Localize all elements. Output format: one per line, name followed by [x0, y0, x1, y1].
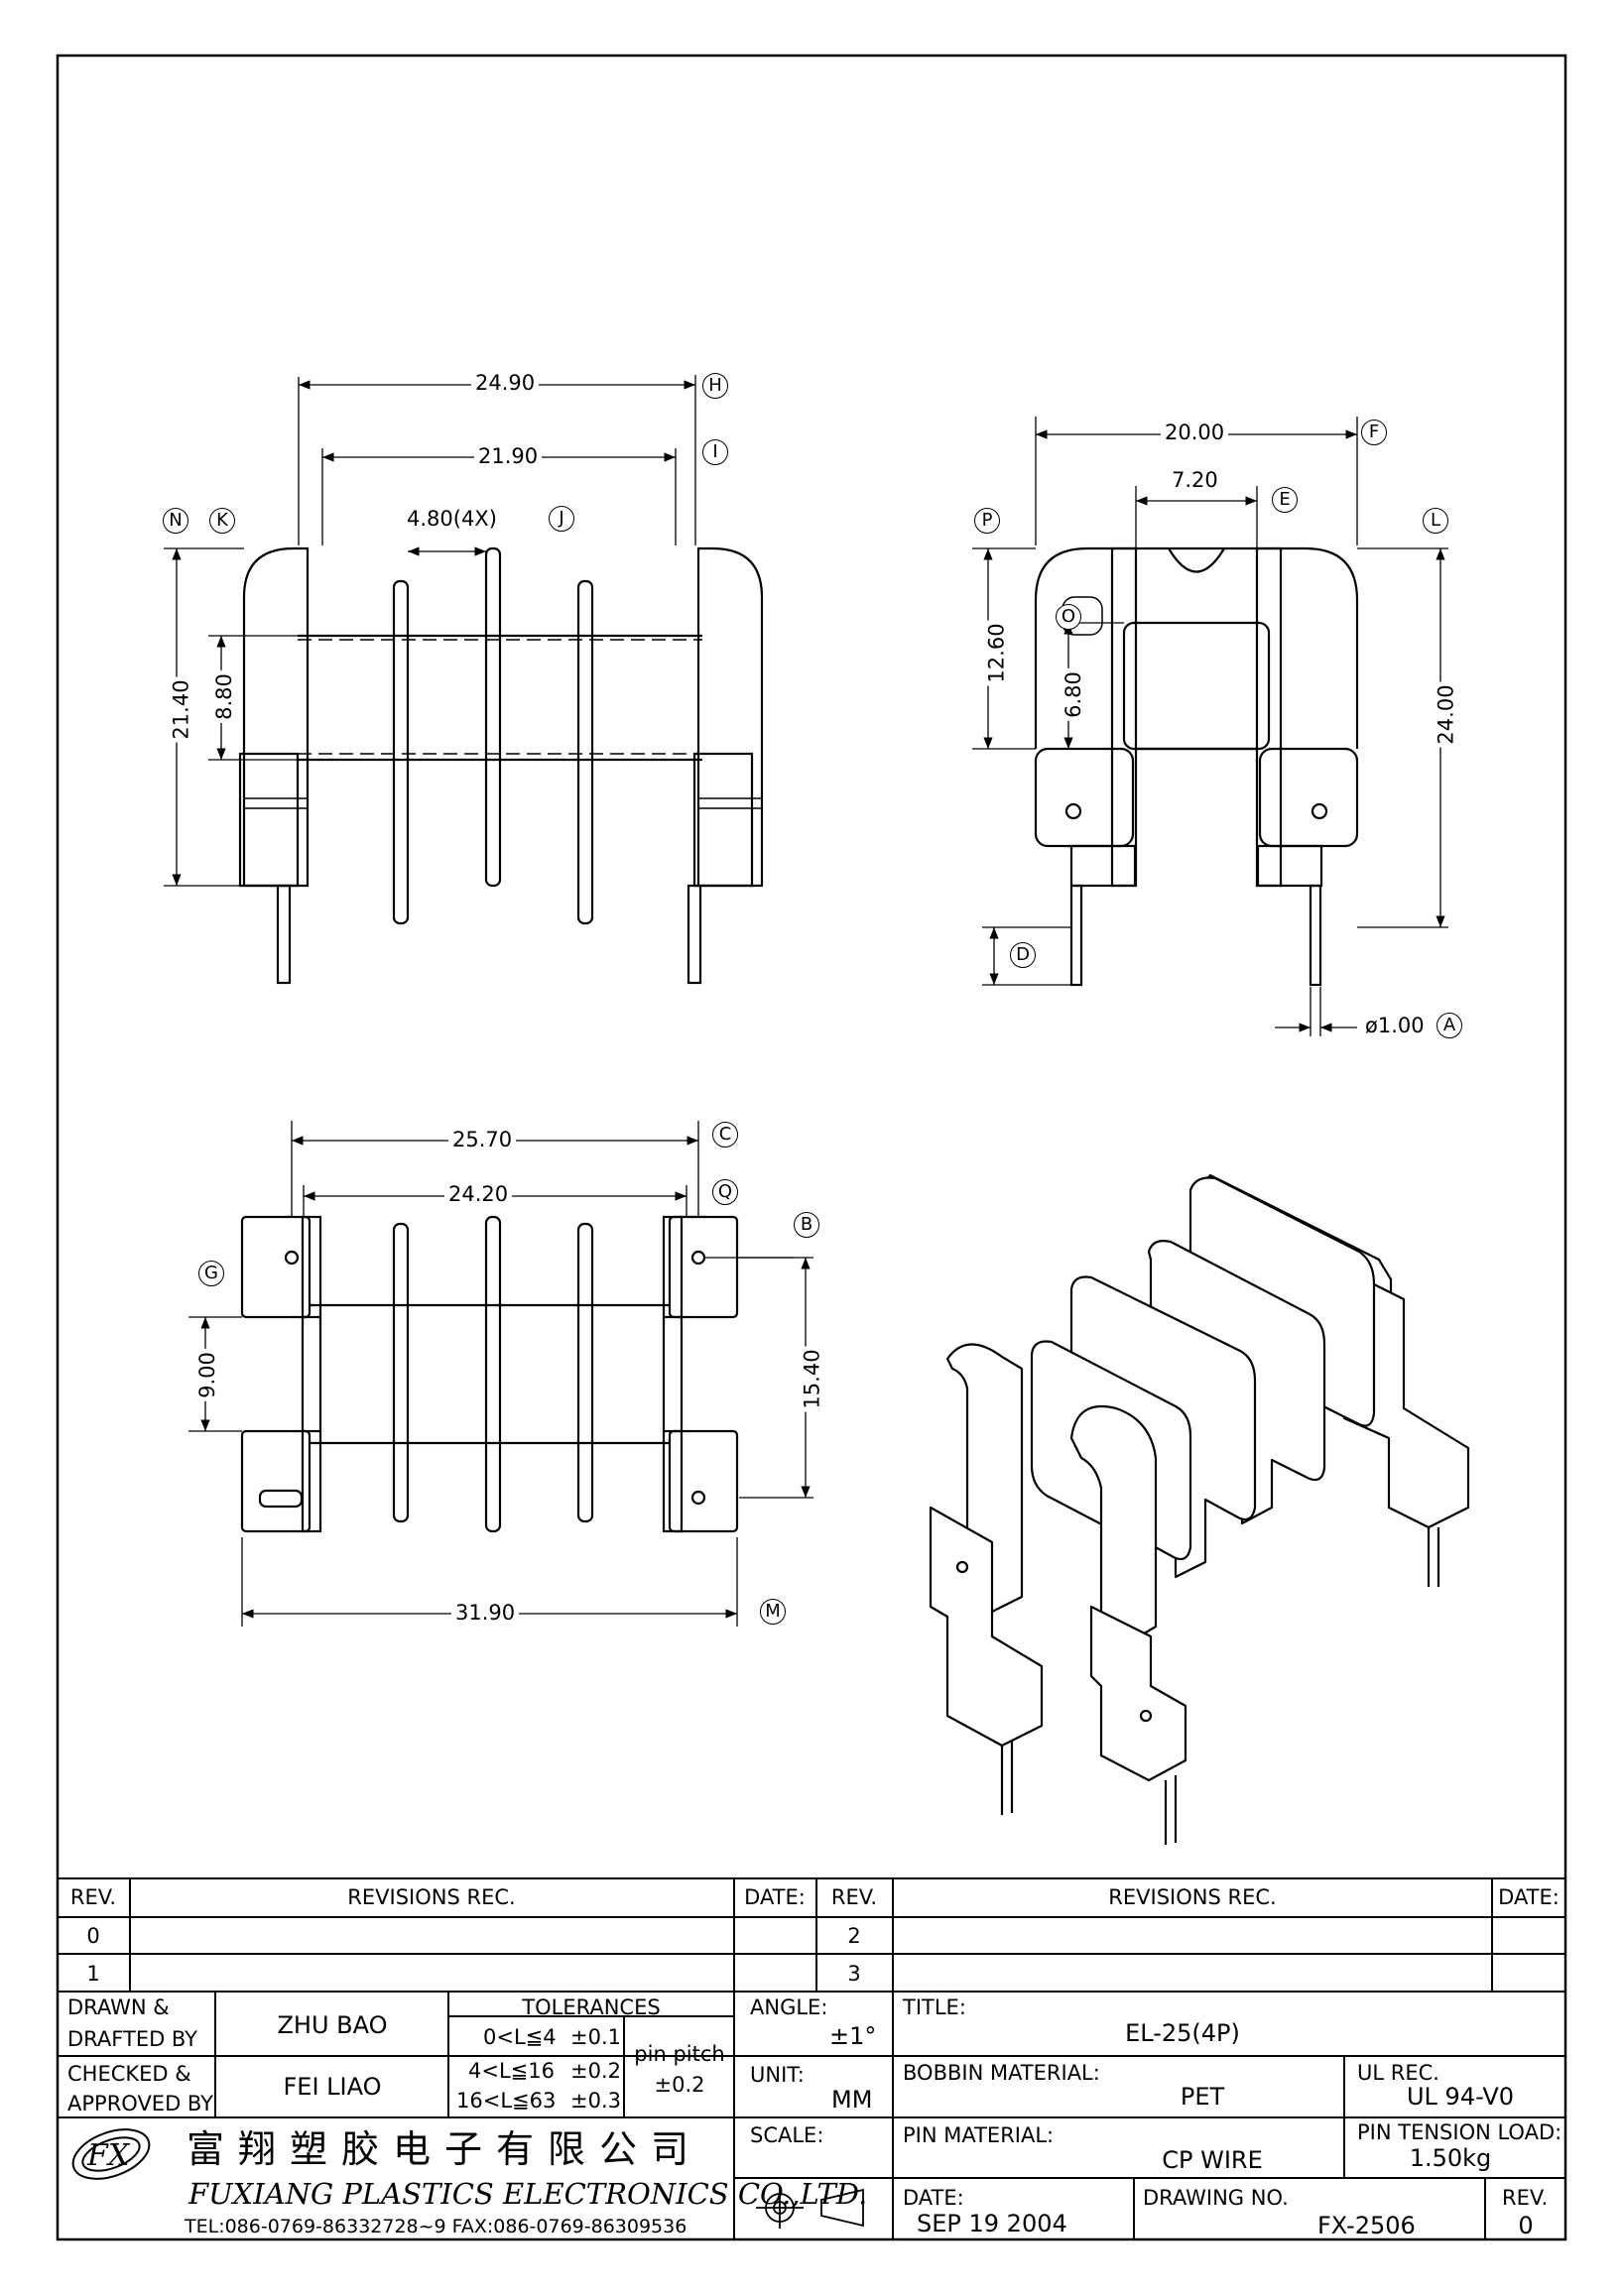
dim-bottom-total: 31.90	[451, 1603, 520, 1624]
ref-balloon-c: C	[712, 1122, 738, 1148]
checked-label-line-2: APPROVED BY	[67, 2092, 214, 2115]
ref-balloon-e: E	[1272, 487, 1298, 513]
ref-balloon-j: J	[549, 506, 574, 532]
date-label: DATE:	[903, 2186, 964, 2210]
pin-material-value: CP WIRE	[1162, 2146, 1263, 2174]
date-header-right: DATE:	[1498, 1885, 1560, 1909]
dim-side-width: 20.00	[1161, 423, 1229, 443]
projection-symbol	[756, 2187, 864, 2229]
dim-side-core: 7.20	[1172, 468, 1218, 492]
sheet-border	[56, 54, 1567, 2241]
pin-tension-label: PIN TENSION LOAD:	[1357, 2120, 1562, 2144]
drawn-label-line-2: DRAFTED BY	[67, 2027, 198, 2051]
ref-balloon-d: D	[1010, 942, 1036, 968]
ref-balloon-k: K	[209, 508, 235, 534]
tolerance-value-3: ±0.3	[570, 2089, 621, 2113]
pin-pitch-value: ±0.2	[654, 2073, 705, 2097]
dim-side-window: 12.60	[985, 620, 1009, 686]
dim-side-core-height: 6.80	[1062, 668, 1085, 721]
angle-label: ANGLE:	[750, 1995, 828, 2019]
company-contact: TEL:086-0769-86332728~9 FAX:086-0769-863…	[185, 2216, 687, 2237]
ref-balloon-b: B	[794, 1212, 819, 1238]
scale-label: SCALE:	[750, 2123, 824, 2147]
pin-material-label: PIN MATERIAL:	[903, 2123, 1055, 2147]
ref-balloon-f: F	[1361, 420, 1387, 445]
ref-balloon-n: N	[163, 508, 188, 534]
bobbin-material-value: PET	[1180, 2083, 1225, 2111]
dim-front-window: 8.80	[212, 670, 236, 723]
unit-value: MM	[831, 2086, 873, 2114]
bottom-view	[240, 1215, 739, 1533]
rev-header-left: REV.	[69, 1885, 117, 1909]
unit-label: UNIT:	[750, 2063, 805, 2087]
rev-row-1: 1	[86, 1962, 100, 1986]
ref-balloon-a: A	[1437, 1013, 1462, 1038]
company-name-chinese: 富翔塑胶电子有限公司	[187, 2127, 703, 2171]
dim-side-pin-diameter: ø1.00	[1365, 1014, 1425, 1037]
rev-row-3: 3	[847, 1962, 861, 1986]
drawing-no-label: DRAWING NO.	[1143, 2186, 1289, 2210]
revisions-header-right: REVISIONS REC.	[1108, 1885, 1277, 1909]
svg-text:FX: FX	[86, 2138, 131, 2173]
front-view	[238, 546, 764, 985]
ref-balloon-i: I	[702, 439, 728, 465]
tolerance-range-1: 0<L≦4	[483, 2025, 557, 2049]
dim-front-overall-width: 24.90	[471, 373, 540, 394]
rev-label: REV.	[1502, 2186, 1549, 2210]
dim-front-pitch: 4.80(4X)	[407, 507, 497, 531]
drawing-no-value: FX-2506	[1317, 2212, 1416, 2239]
rev-header-right: REV.	[830, 1885, 878, 1909]
title-label: TITLE:	[903, 1995, 966, 2019]
ul-rec-value: UL 94-V0	[1406, 2083, 1515, 2111]
dim-front-inner-width: 21.90	[474, 446, 543, 467]
title-block-grid	[58, 1877, 1565, 2239]
tolerance-range-2: 4<L≦16	[468, 2059, 555, 2083]
dim-side-height: 24.00	[1435, 681, 1458, 748]
ref-balloon-g: G	[198, 1261, 224, 1286]
ref-balloon-m: M	[760, 1599, 786, 1625]
dim-front-height: 21.40	[170, 676, 193, 743]
side-view	[1034, 546, 1359, 987]
ref-balloon-l: L	[1423, 508, 1448, 534]
rev-row-2: 2	[847, 1924, 861, 1948]
bobbin-material-label: BOBBIN MATERIAL:	[903, 2061, 1100, 2085]
tolerance-value-1: ±0.1	[570, 2025, 621, 2049]
revisions-header-left: REVISIONS REC.	[347, 1885, 516, 1909]
rev-row-0: 0	[86, 1924, 100, 1948]
dim-bottom-rail-gap: 9.00	[195, 1349, 219, 1401]
title-value: EL-25(4P)	[1125, 2019, 1240, 2047]
date-header-left: DATE:	[744, 1885, 806, 1909]
ref-balloon-h: H	[702, 373, 728, 399]
isometric-view	[929, 1173, 1470, 1845]
checked-by-value: FEI LIAO	[283, 2073, 382, 2101]
rev-value: 0	[1518, 2212, 1534, 2239]
ref-balloon-q: Q	[712, 1179, 738, 1205]
tolerance-value-2: ±0.2	[570, 2059, 621, 2083]
pin-tension-value: 1.50kg	[1409, 2144, 1492, 2172]
company-name-english: FUXIANG PLASTICS ELECTRONICS CO.,LTD.	[188, 2177, 868, 2211]
drawn-by-value: ZHU BAO	[277, 2011, 388, 2039]
dim-bottom-outer: 25.70	[448, 1130, 517, 1150]
company-logo: FX	[71, 2128, 151, 2180]
ul-rec-label: UL REC.	[1357, 2061, 1439, 2085]
checked-label-line-1: CHECKED &	[67, 2062, 191, 2086]
pin-pitch-label: pin pitch	[634, 2042, 725, 2066]
dim-bottom-holes: 24.20	[444, 1184, 513, 1205]
date-value: SEP 19 2004	[917, 2210, 1067, 2237]
tolerance-range-3: 16<L≦63	[456, 2089, 557, 2113]
ref-balloon-p: P	[974, 508, 1000, 534]
drawn-label-line-1: DRAWN &	[67, 1995, 170, 2019]
tolerances-header: TOLERANCES	[522, 1995, 661, 2019]
dim-bottom-rows: 15.40	[801, 1346, 824, 1412]
angle-value: ±1°	[829, 2022, 877, 2050]
ref-balloon-o: O	[1056, 604, 1081, 630]
